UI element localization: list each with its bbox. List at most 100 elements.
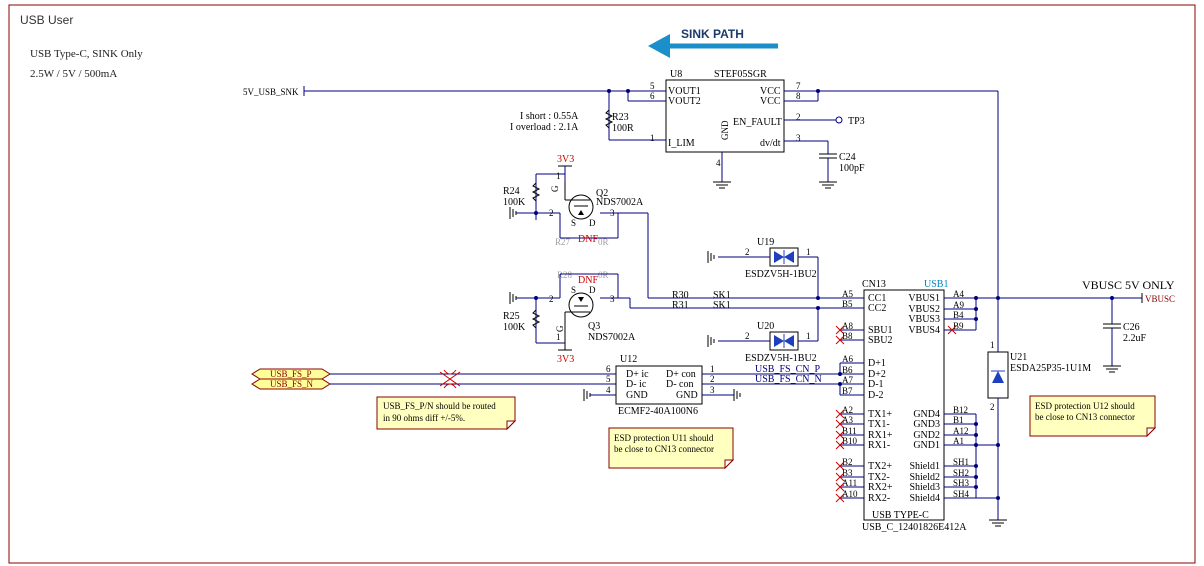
cn13-pin-num: B8 [842,331,853,341]
cn13-pin-num: A10 [842,489,858,499]
u12-ref: U12 [620,354,637,365]
cn13-pin-num: A4 [953,289,964,299]
u12-num-4: 4 [606,385,611,395]
note1-line2: in 90 ohms diff +/-5%. [383,413,465,423]
c26-value: 2.2uF [1123,333,1147,344]
u12-num-1: 1 [710,364,715,374]
u20-pin2: 2 [745,331,750,341]
net-usb-fs-n: USB_FS_N [270,379,314,389]
cn13-pin-name: TX1- [868,419,890,430]
cn13-pin-name: Shield4 [909,493,940,504]
u8-pin-enfault: EN_FAULT [733,117,782,128]
u12-pin-gnd-l: GND [626,390,648,401]
q2-ref: Q2 [596,188,608,199]
u8-pin-dvdt: dv/dt [760,138,781,149]
q2-pin1: 1 [556,171,561,181]
u8-part: STEF05SGR [714,69,767,80]
cn13-pin-name: CC1 [868,293,886,304]
net-usb-fs-p: USB_FS_P [270,369,312,379]
u12-cmf [615,365,703,405]
u8-pin-vout2: VOUT2 [668,96,701,107]
note3-line2: be close to CN13 connector [1035,412,1135,422]
cn13-ref: CN13 [862,279,886,290]
cn13-pin-num: A7 [842,375,853,385]
cn13-pin-name: D+2 [868,369,886,380]
u20-ref: U20 [757,321,774,332]
u12-num-5: 5 [606,374,611,384]
cn13-pin-num: A2 [842,405,853,415]
cn13-pin-name: RX1+ [868,430,893,441]
r30-ref: R30 [672,290,689,301]
sheet-title: USB User [20,13,73,27]
u8-pin-vcc2: VCC [760,96,781,107]
cn13-pin-name: RX1- [868,440,890,451]
cn13-pin-name: TX2+ [868,461,892,472]
note2-line1: ESD protection U11 should [614,433,714,443]
cn13-pin-num: B4 [953,310,964,320]
sk1-a: SK1 [713,290,731,301]
cn13-pin-name: Shield2 [909,472,940,483]
c26-ref: C26 [1123,322,1140,333]
u21-ref: U21 [1010,352,1027,363]
u8-num-3: 3 [796,133,801,143]
cn13-pin-num: A8 [842,321,853,331]
note-esd-u11 [608,427,735,470]
cn13-type: USB TYPE-C [872,510,929,521]
r31-ref: R31 [672,300,689,311]
u8-num-2: 2 [796,112,801,122]
r27-ref: R27 [555,237,571,247]
u8-num-7: 7 [796,81,801,91]
cn13-pin-num: SH4 [953,489,970,499]
q2-s-label: S [571,218,576,228]
cn13-pin-name: D-2 [868,390,884,401]
u12-pin-gnd-r: GND [676,390,698,401]
u19-part: ESDZV5H-1BU2 [745,269,817,280]
cn13-pin-name: Shield1 [909,461,940,472]
u8-num-5: 5 [650,81,655,91]
q3-supply-label: 3V3 [557,354,574,365]
cn13-pin-num: B10 [842,436,858,446]
r25-ref: R25 [503,311,520,322]
note1-line1: USB_FS_P/N should be routed [383,401,496,411]
u20-part: ESDZV5H-1BU2 [745,353,817,364]
q2-g-label: G [550,185,560,192]
cn13-pin-name: GND4 [913,409,940,420]
c24-value: 100pF [839,163,865,174]
cn13-pin-name: GND1 [913,440,940,451]
r28-dnf: DNF [578,275,598,286]
q3-part: NDS7002A [588,332,636,343]
u12-pin-dp-ic: D+ ic [626,369,649,380]
cn13-pin-name: VBUS1 [908,293,940,304]
note3-line1: ESD protection U12 should [1035,401,1135,411]
r28-value: 0R [598,270,609,280]
cn13-pin-num: SH3 [953,478,970,488]
q2-supply-label: 3V3 [557,154,574,165]
u12-part: ECMF2-40A100N6 [618,406,698,417]
sink-path-arrow [648,34,778,58]
cn13-pin-num: B7 [842,386,853,396]
cn13-pin-name: D+1 [868,358,886,369]
cn13-pin-name: VBUS4 [908,325,940,336]
r25-value: 100K [503,322,526,333]
cn13-pin-num: SH1 [953,457,969,467]
u12-num-3: 3 [710,385,715,395]
u8-num-6: 6 [650,91,655,101]
r23-value: 100R [612,123,634,134]
q3-pin2: 2 [549,294,554,304]
cn13-pin-num: B6 [842,365,853,375]
cn13-pin-num: B9 [953,321,964,331]
cn13-pin-name: RX2- [868,493,890,504]
note-usb-routing [376,396,517,431]
cn13-pin-name: SBU2 [868,335,892,346]
q2-d-label: D [589,218,596,228]
u21-part: ESDA25P35-1U1M [1010,363,1091,374]
cn13-pin-num: SH2 [953,468,969,478]
cn13-pin-name: VBUS2 [908,304,940,315]
vbusc-5v-only-label: VBUSC 5V ONLY [1082,278,1175,292]
q3-ref: Q3 [588,321,600,332]
q3-pin1: 1 [556,332,561,342]
note-esd-u12 [1029,395,1157,438]
u19-esd [769,247,799,267]
